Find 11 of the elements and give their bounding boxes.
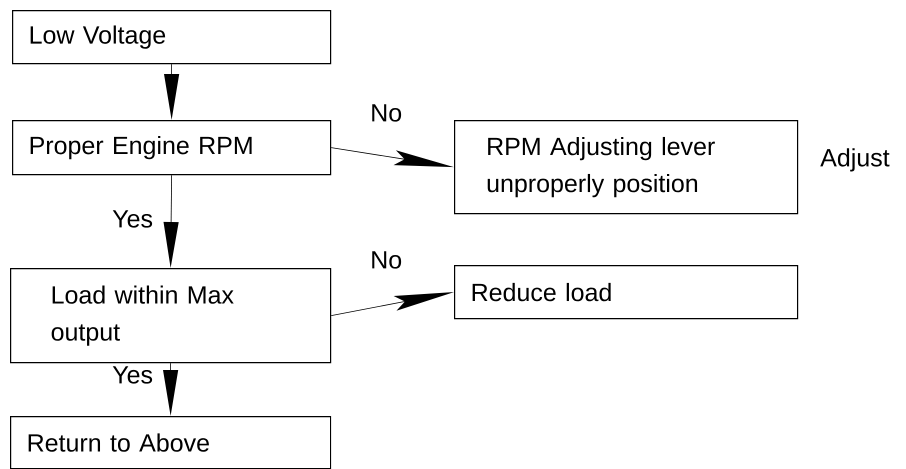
process-box: Reduce load xyxy=(454,265,798,320)
process-box: RPM Adjusting lever unproperly position xyxy=(454,120,798,214)
process-box: Proper Engine RPM xyxy=(12,120,332,176)
process-box: Return to Above xyxy=(10,416,332,469)
edge-label: Yes xyxy=(112,366,153,384)
process-box: Load within Max output xyxy=(10,268,332,364)
edge-label: No xyxy=(370,104,402,122)
side-note: Adjust xyxy=(820,148,890,172)
process-box: Low Voltage xyxy=(12,10,332,64)
edge-label: No xyxy=(370,251,402,269)
edge-label: Yes xyxy=(112,210,153,228)
